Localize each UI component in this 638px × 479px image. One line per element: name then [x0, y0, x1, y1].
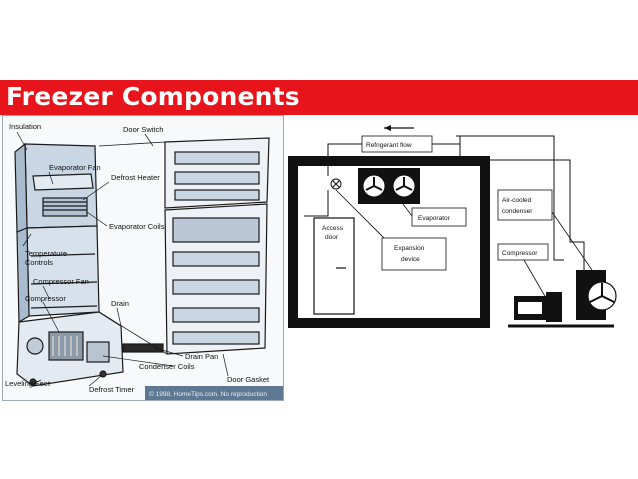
label-evaporator-fan: Evaporator Fan	[49, 163, 101, 172]
label-evaporator-coils: Evaporator Coils	[109, 222, 165, 231]
label-condenser-coils: Condenser Coils	[139, 362, 195, 371]
label-drain: Drain	[111, 299, 129, 308]
freezer-door	[164, 137, 270, 209]
label-compressor: Compressor	[25, 294, 66, 303]
label-access: Access	[322, 225, 344, 232]
label-expansion: Expansion	[394, 245, 425, 252]
slide-title: Freezer Components	[6, 82, 300, 111]
refrigeration-cycle-diagram: Refrigerant flow Evaporator Access door …	[284, 120, 636, 340]
label-compressor-fan: Compressor Fan	[33, 277, 89, 286]
label-refrigerant-flow: Refrigerant flow	[366, 142, 412, 149]
label-device: device	[401, 256, 420, 263]
label-door: door	[325, 234, 339, 241]
label-air-cooled: Air-cooled	[502, 197, 532, 204]
label-drain-pan: Drain Pan	[185, 352, 218, 361]
label-door-switch: Door Switch	[123, 125, 163, 134]
title-bar: Freezer Components	[0, 80, 638, 115]
compressor-unit	[514, 292, 562, 322]
freezer-cabinet	[14, 142, 98, 233]
label-controls: Controls	[25, 258, 53, 267]
access-door	[313, 217, 355, 315]
fridge-door	[164, 203, 268, 355]
label-evaporator: Evaporator	[418, 215, 451, 222]
label-door-gasket: Door Gasket	[227, 375, 270, 384]
machine-compartment	[16, 311, 164, 387]
label-defrost-heater: Defrost Heater	[111, 173, 160, 182]
label-condenser: condenser	[502, 208, 533, 215]
refrigerator-cutaway-diagram: Insulation Door Switch Evaporator Fan De…	[2, 115, 284, 401]
fridge-cabinet	[16, 225, 100, 324]
refrigeration-schematic: Refrigerant flow Evaporator Access door …	[288, 125, 617, 328]
refrigerator-illustration: Insulation Door Switch Evaporator Fan De…	[3, 116, 283, 400]
label-compressor-box: Compressor	[502, 250, 538, 257]
label-defrost-timer: Defrost Timer	[89, 385, 135, 394]
copyright-notice: © 1998, HomeTips.com. No reproduction	[149, 390, 267, 398]
label-leveling-feet: Leveling Feet	[5, 379, 51, 388]
label-temperature: Temperature	[25, 249, 67, 258]
condenser-unit	[576, 270, 617, 320]
label-insulation: Insulation	[9, 122, 41, 131]
